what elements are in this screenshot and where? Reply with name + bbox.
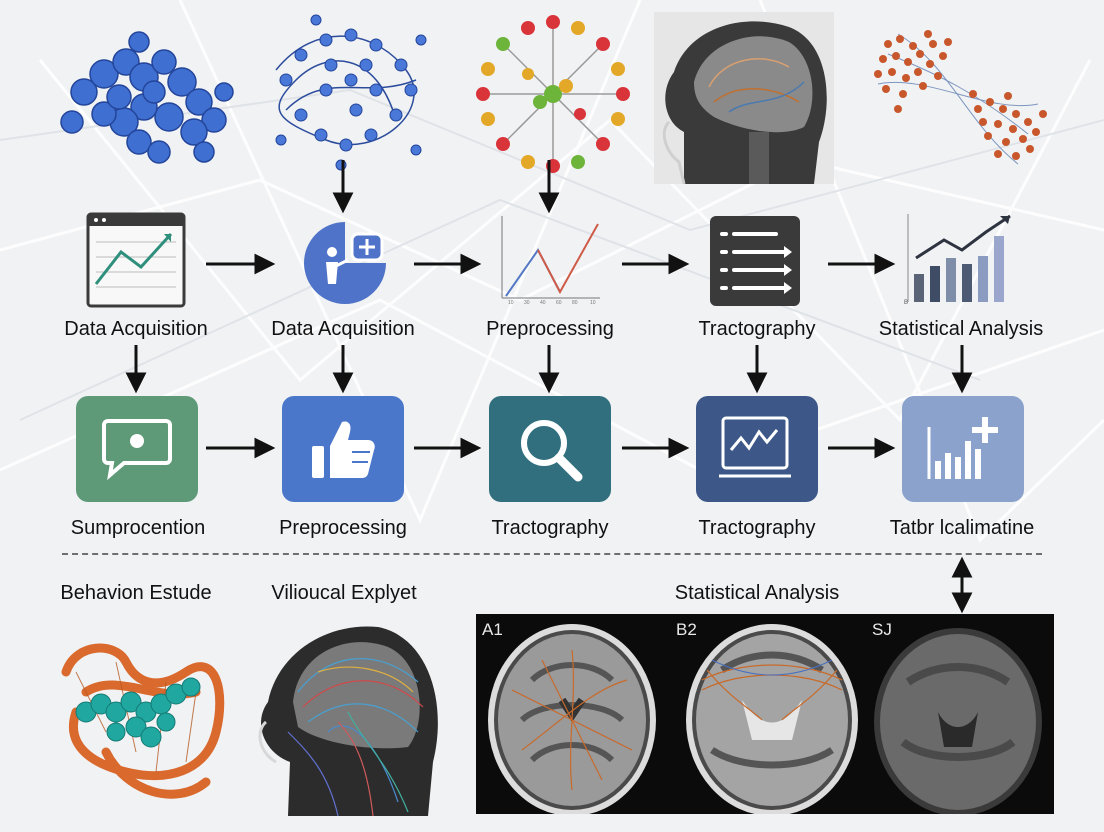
tile-thumbs-up	[282, 396, 404, 502]
tile-search	[489, 396, 611, 502]
head-tractography-image	[258, 626, 438, 816]
bottom-label-middle: Vilioucal Explyet	[271, 582, 417, 604]
scan-tag-sj: SJ	[872, 620, 892, 639]
thumbs-up-icon	[312, 421, 375, 478]
bar-chart-icon: B	[904, 214, 1011, 306]
step-label-2: Data Acquisition	[271, 318, 415, 340]
list-arrows-icon	[710, 216, 800, 306]
svg-text:10: 10	[590, 300, 596, 306]
tile-label-3: Tractography	[491, 517, 609, 539]
line-graph-icon: 10 30 40 60 80 10	[501, 216, 600, 306]
head-mri-image	[654, 12, 834, 184]
brain-scan-panel: A1 B2 SJ	[476, 614, 1054, 816]
tile-bar-plus	[902, 396, 1024, 502]
scan-tag-a1: A1	[482, 620, 503, 639]
monitor-graph-icon	[719, 416, 791, 478]
step-label-3: Preprocessing	[486, 318, 614, 340]
bottom-label-left: Behavion Estude	[60, 582, 212, 604]
protein-structure-image	[60, 31, 234, 164]
step-label-5: Statistical Analysis	[878, 318, 1044, 340]
svg-text:80: 80	[572, 300, 578, 306]
tile-label-2: Preprocessing	[279, 517, 407, 539]
tile-label-4: Tractography	[698, 517, 816, 539]
tile-label-1: Sumprocention	[70, 517, 206, 539]
tile-label-5: Tatbr lcalimatine	[889, 517, 1035, 539]
svg-text:10: 10	[508, 300, 514, 306]
particle-cluster-image	[874, 30, 1047, 165]
pie-person-icon	[304, 222, 386, 304]
bottom-label-scans: Statistical Analysis	[674, 582, 840, 604]
brain-scans-image	[488, 624, 1042, 816]
svg-text:30: 30	[524, 300, 530, 306]
magnifier-icon	[521, 420, 583, 482]
protein-ribbon-image	[275, 14, 427, 171]
step-label-1: Data Acquisition	[64, 318, 208, 340]
chat-icon	[102, 419, 172, 481]
section-divider	[62, 553, 1042, 555]
step-label-4: Tractography	[698, 318, 816, 340]
tile-monitor	[696, 396, 818, 502]
molecule-ring-image	[476, 15, 630, 173]
tile-chat	[76, 396, 198, 502]
chart-window-icon	[86, 212, 186, 308]
scan-tag-b2: B2	[676, 620, 697, 639]
svg-text:60: 60	[556, 300, 562, 306]
svg-text:40: 40	[540, 300, 546, 306]
svg-text:B: B	[904, 300, 908, 306]
protein-helix-image	[61, 643, 225, 799]
bar-plus-icon	[927, 417, 998, 479]
